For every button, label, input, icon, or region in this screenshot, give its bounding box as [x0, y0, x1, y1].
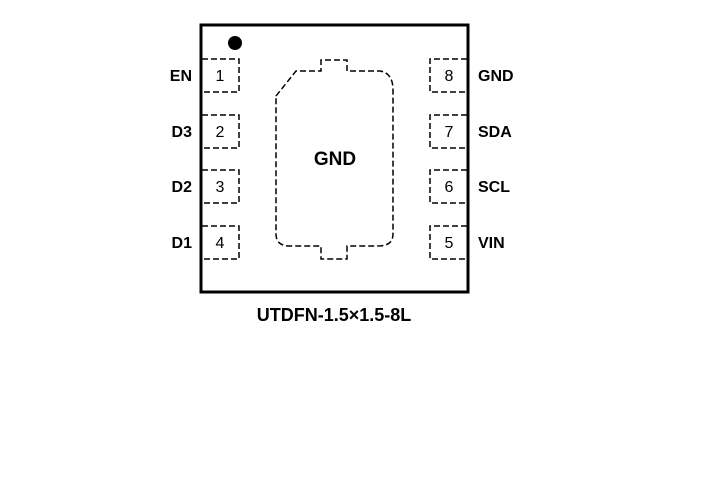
right-pin-8: 8 GND: [429, 58, 514, 93]
exposed-pad-label: GND: [314, 149, 356, 170]
pin-name: D2: [172, 179, 193, 196]
pin-number: 7: [445, 124, 454, 141]
pin-number: 4: [216, 235, 225, 252]
left-pin-3: 3 D2: [172, 169, 240, 204]
pin-pad: [429, 169, 467, 204]
pin-number: 2: [216, 124, 225, 141]
package-outline: [199, 23, 470, 294]
right-pin-5: 5 VIN: [429, 225, 505, 260]
pin-number: 1: [216, 68, 225, 85]
pin-number: 8: [445, 68, 454, 85]
left-pin-1: 1 EN: [170, 58, 240, 93]
package-label: UTDFN-1.5×1.5-8L: [257, 305, 412, 325]
exposed-pad-outline: [275, 59, 394, 260]
pin-number: 5: [445, 235, 454, 252]
left-pin-4: 4 D1: [172, 225, 240, 260]
right-pin-6: 6 SCL: [429, 169, 510, 204]
pin-pad: [429, 114, 467, 149]
pin-name: EN: [170, 68, 192, 85]
pin-name: SDA: [478, 124, 512, 141]
pin-pad: [429, 58, 467, 93]
pin-name: D3: [172, 124, 193, 141]
pin-pad: [429, 225, 467, 260]
pin-name: D1: [172, 235, 193, 252]
pin1-marker-dot: [228, 36, 242, 50]
right-pin-7: 7 SDA: [429, 114, 512, 149]
pin-pad: [202, 169, 240, 204]
pin-number: 6: [445, 179, 454, 196]
pin-pad: [202, 114, 240, 149]
pin-number: 3: [216, 179, 225, 196]
left-pin-2: 2 D3: [172, 114, 240, 149]
pin-name: GND: [478, 68, 514, 85]
pin-name: VIN: [478, 235, 505, 252]
pin-pad: [202, 58, 240, 93]
pin-pad: [202, 225, 240, 260]
pin-name: SCL: [478, 179, 510, 196]
